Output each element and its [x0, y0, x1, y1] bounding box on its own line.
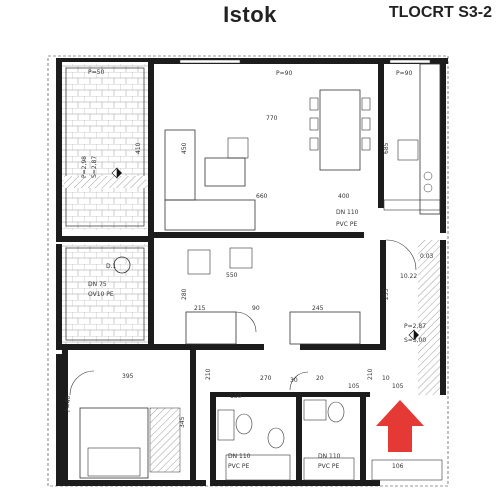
label-hall-dim-a: 550	[226, 272, 238, 279]
label-pipe-2: PVC PE	[228, 463, 249, 470]
label-vent-5: D.1	[106, 263, 117, 270]
loggia-top	[62, 58, 154, 348]
label-hall-dim-b: 280	[181, 288, 188, 300]
label-living-dim-a: 450	[181, 142, 188, 154]
label-living-top: P=90	[276, 70, 292, 77]
dimension-labels: P=50 P=90 P=90 770 P=2,98 S=2,87 410 450…	[65, 69, 434, 470]
label-bal-top-left: P=50	[88, 69, 104, 76]
label-pipe-3: DN 110	[318, 453, 341, 460]
label-living-top-dim: 770	[266, 115, 278, 122]
label-bath-dim-b: 210	[205, 368, 212, 380]
label-vent-4: OV10 PE	[88, 291, 114, 298]
label-vent-3: DN 75	[88, 281, 107, 288]
label-bath-dim-a: 270	[260, 375, 272, 382]
page-title: Istok	[223, 2, 277, 27]
label-vent-1: DN 110	[336, 209, 359, 216]
label-bottom-1: 106	[392, 463, 404, 470]
label-bath-dim-d: 150	[230, 393, 242, 400]
label-bath-dim-c: 210	[367, 368, 374, 380]
living-room	[154, 58, 441, 275]
label-bedroom-dim-a: 395	[122, 373, 134, 380]
label-hall-dim-f: 255	[383, 288, 390, 300]
label-stair-1: 0.03	[420, 253, 434, 260]
label-hall-dim-e: 245	[312, 305, 324, 312]
label-right-area-1: P=2,87	[404, 323, 426, 330]
label-hall-dim-d: 90	[252, 305, 260, 312]
label-right-area-2: S=3,00	[404, 337, 426, 344]
label-bal-top-right: P=90	[396, 70, 412, 77]
loggia-bottom	[56, 236, 154, 350]
label-bath-dim-f: 105	[348, 383, 360, 390]
label-kitchen-dim-a: 685	[383, 142, 390, 154]
label-pipe-1: DN 110	[228, 453, 251, 460]
label-kitchen-dim-b: 400	[338, 193, 350, 200]
label-small-2: 20	[316, 375, 324, 382]
entrance-arrow-icon	[376, 400, 424, 452]
label-bath-dim-g: 105	[392, 383, 404, 390]
label-pipe-4: PVC PE	[318, 463, 339, 470]
north-marker-icon	[111, 167, 419, 341]
bedroom	[62, 350, 196, 480]
bathrooms	[210, 392, 443, 486]
hallway	[154, 239, 440, 395]
label-stair-2: 10.22	[400, 273, 417, 280]
label-loggia-area-2: S=2,87	[91, 156, 98, 178]
plan-code: TLOCRT S3-2	[388, 4, 492, 21]
label-bedroom-dim-b: 345	[179, 416, 186, 428]
label-vent-2: PVC PE	[336, 221, 357, 228]
label-loggia-dim: 410	[135, 142, 142, 154]
label-bath-dim-e: 30	[290, 377, 298, 384]
label-small-1: 10	[382, 375, 390, 382]
outer-walls	[47, 55, 449, 487]
label-loggia-area-1: P=2,98	[81, 156, 88, 178]
label-bedroom-left: P=40	[65, 396, 72, 412]
label-hall-dim-c: 215	[194, 305, 206, 312]
label-living-dim-b: 660	[256, 193, 268, 200]
